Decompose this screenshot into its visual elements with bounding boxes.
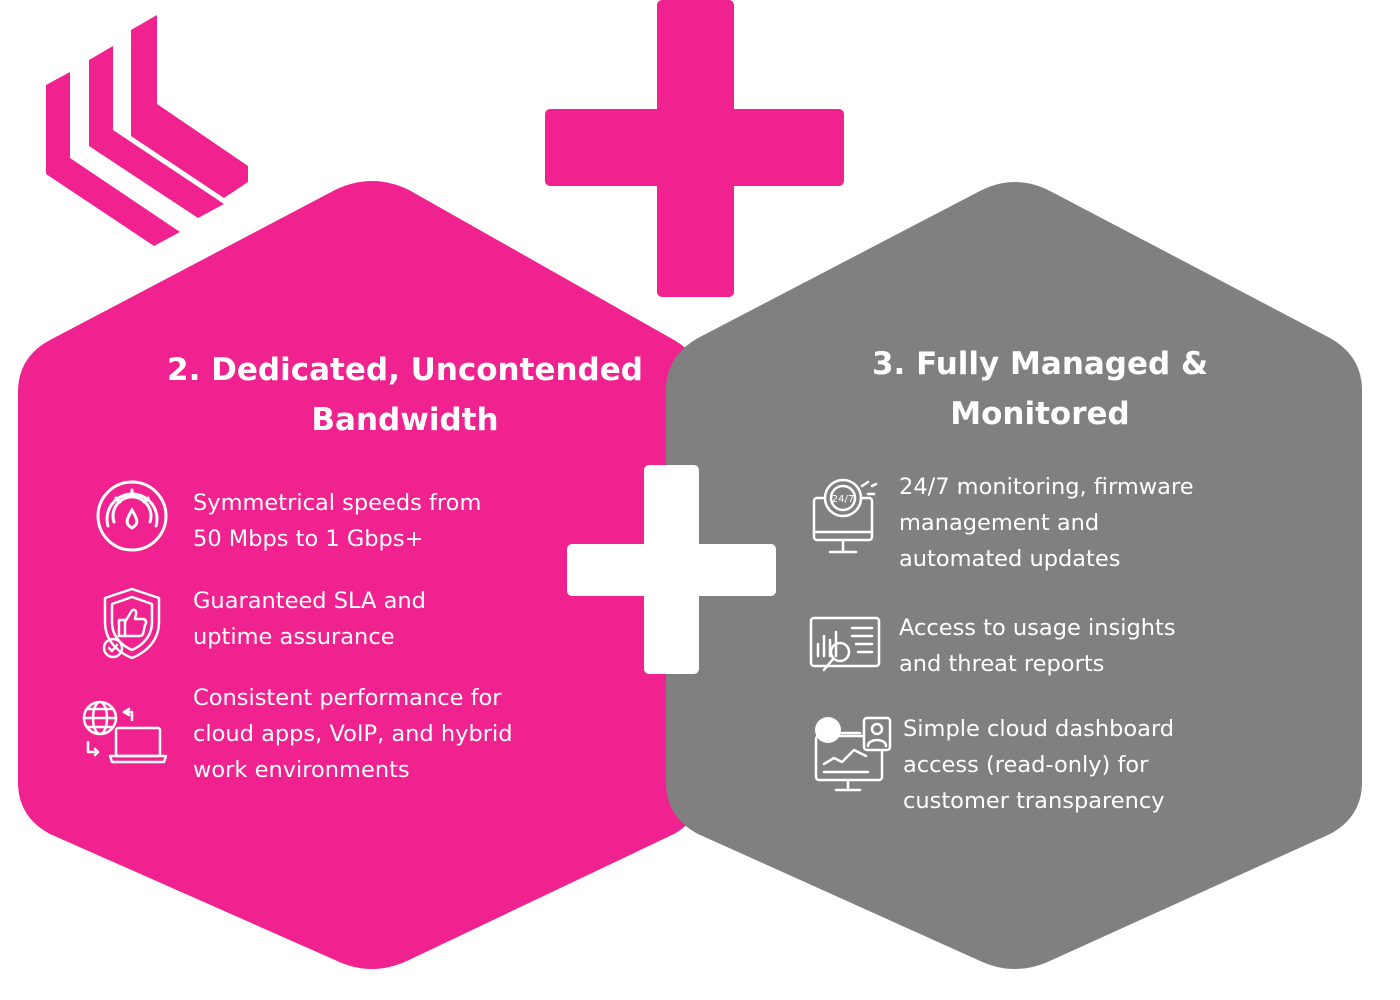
pink-hexagon [18, 181, 704, 969]
left-item-3-line-1: Consistent performance for [193, 685, 502, 711]
globe-laptop-icon [82, 700, 168, 764]
right-title-line-1: 3. Fully Managed & [871, 346, 1209, 382]
right-title-line-2: Monitored [950, 396, 1130, 432]
monitor-24-7-icon: 24/7 [812, 478, 878, 554]
right-item-1-line-2: management and [899, 510, 1100, 536]
analytics-screen-icon [809, 616, 881, 672]
right-item-3-line-2: access (read-only) for [903, 752, 1149, 778]
left-item-2-line-2: uptime assurance [193, 624, 395, 650]
right-item-1-line-1: 24/7 monitoring, firmware [899, 474, 1194, 500]
speedometer-icon [96, 480, 168, 552]
chevron-logo-icon [46, 15, 248, 246]
right-item-2-line-2: and threat reports [899, 651, 1105, 677]
left-title-line-2: Bandwidth [311, 402, 499, 438]
right-item-1: 24/7 monitoring, firmware management and… [899, 469, 1194, 577]
left-item-2: Guaranteed SLA and uptime assurance [193, 583, 426, 655]
white-plus-icon [567, 465, 776, 674]
left-item-1: Symmetrical speeds from 50 Mbps to 1 Gbp… [193, 485, 481, 557]
right-item-3: Simple cloud dashboard access (read-only… [903, 711, 1174, 819]
dashboard-user-icon [814, 716, 892, 792]
left-item-3-line-2: cloud apps, VoIP, and hybrid [193, 721, 513, 747]
right-item-2-line-1: Access to usage insights [899, 615, 1176, 641]
left-item-2-line-1: Guaranteed SLA and [193, 588, 426, 614]
left-item-1-line-1: Symmetrical speeds from [193, 490, 482, 516]
svg-text:24/7: 24/7 [832, 494, 854, 505]
left-item-3: Consistent performance for cloud apps, V… [193, 680, 513, 788]
left-panel-title: 2. Dedicated, Uncontended Bandwidth [90, 345, 720, 445]
shield-thumbs-up-icon [102, 587, 161, 660]
left-item-3-line-3: work environments [193, 757, 410, 783]
right-item-1-line-3: automated updates [899, 546, 1121, 572]
left-title-line-1: 2. Dedicated, Uncontended [167, 352, 643, 388]
left-item-1-line-2: 50 Mbps to 1 Gbps+ [193, 526, 424, 552]
pink-plus-icon [545, 0, 844, 297]
right-panel-title: 3. Fully Managed & Monitored [740, 339, 1340, 439]
right-item-3-line-3: customer transparency [903, 788, 1165, 814]
right-item-3-line-1: Simple cloud dashboard [903, 716, 1175, 742]
right-item-2: Access to usage insights and threat repo… [899, 610, 1176, 682]
